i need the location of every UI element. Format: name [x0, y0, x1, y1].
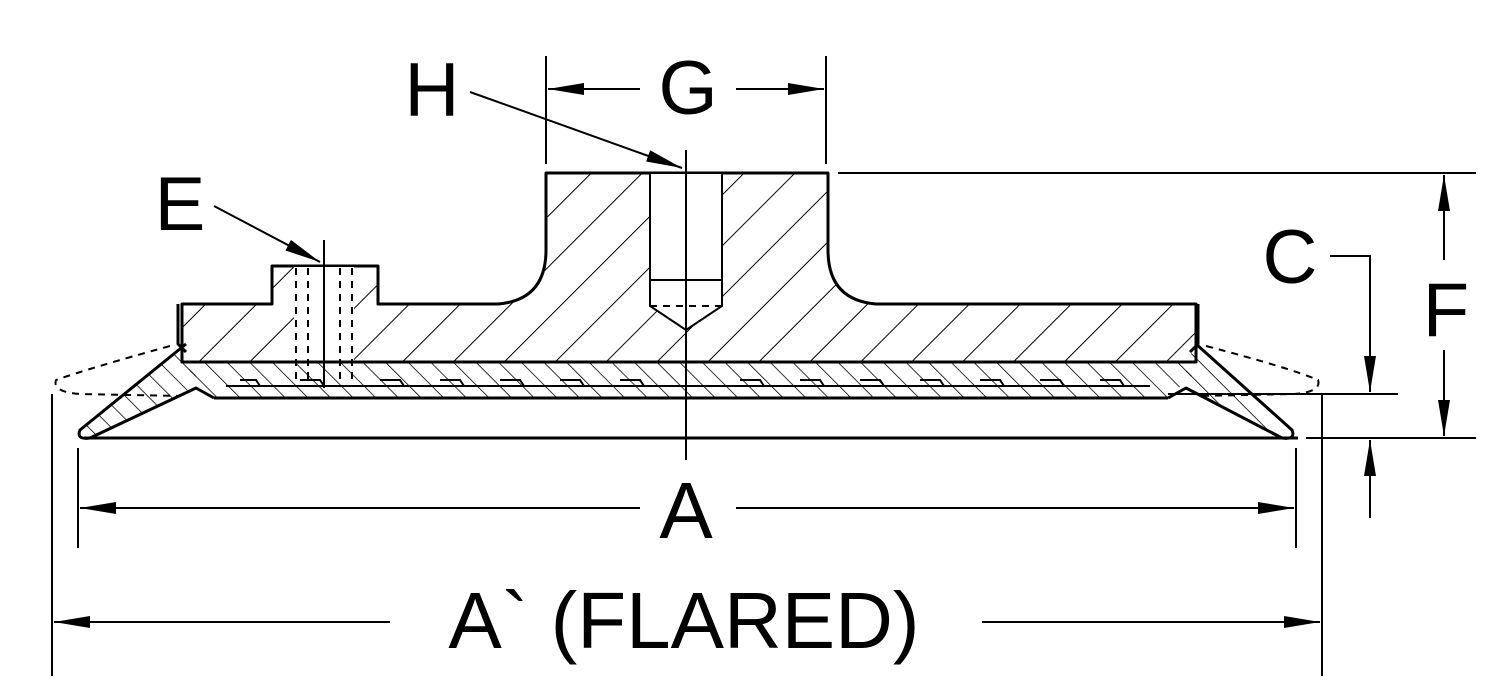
dimension-f: F: [1423, 175, 1469, 436]
label-h: H: [405, 48, 460, 133]
label-a: A: [659, 466, 713, 555]
leader-h: H: [405, 48, 683, 169]
extension-lines: [51, 56, 1476, 676]
dimension-a-flared: A` (FLARED): [54, 576, 1320, 665]
label-c: C: [1263, 215, 1318, 300]
label-e: E: [155, 162, 206, 247]
label-f: F: [1423, 268, 1469, 353]
dimension-g: G: [548, 46, 824, 131]
dimension-a: A: [80, 466, 1294, 555]
label-a-flared: A` (FLARED): [448, 576, 919, 665]
label-g: G: [658, 46, 717, 131]
dimension-c: C: [1263, 215, 1376, 518]
flared-outline: [54, 345, 1320, 397]
leader-e: E: [155, 162, 321, 263]
